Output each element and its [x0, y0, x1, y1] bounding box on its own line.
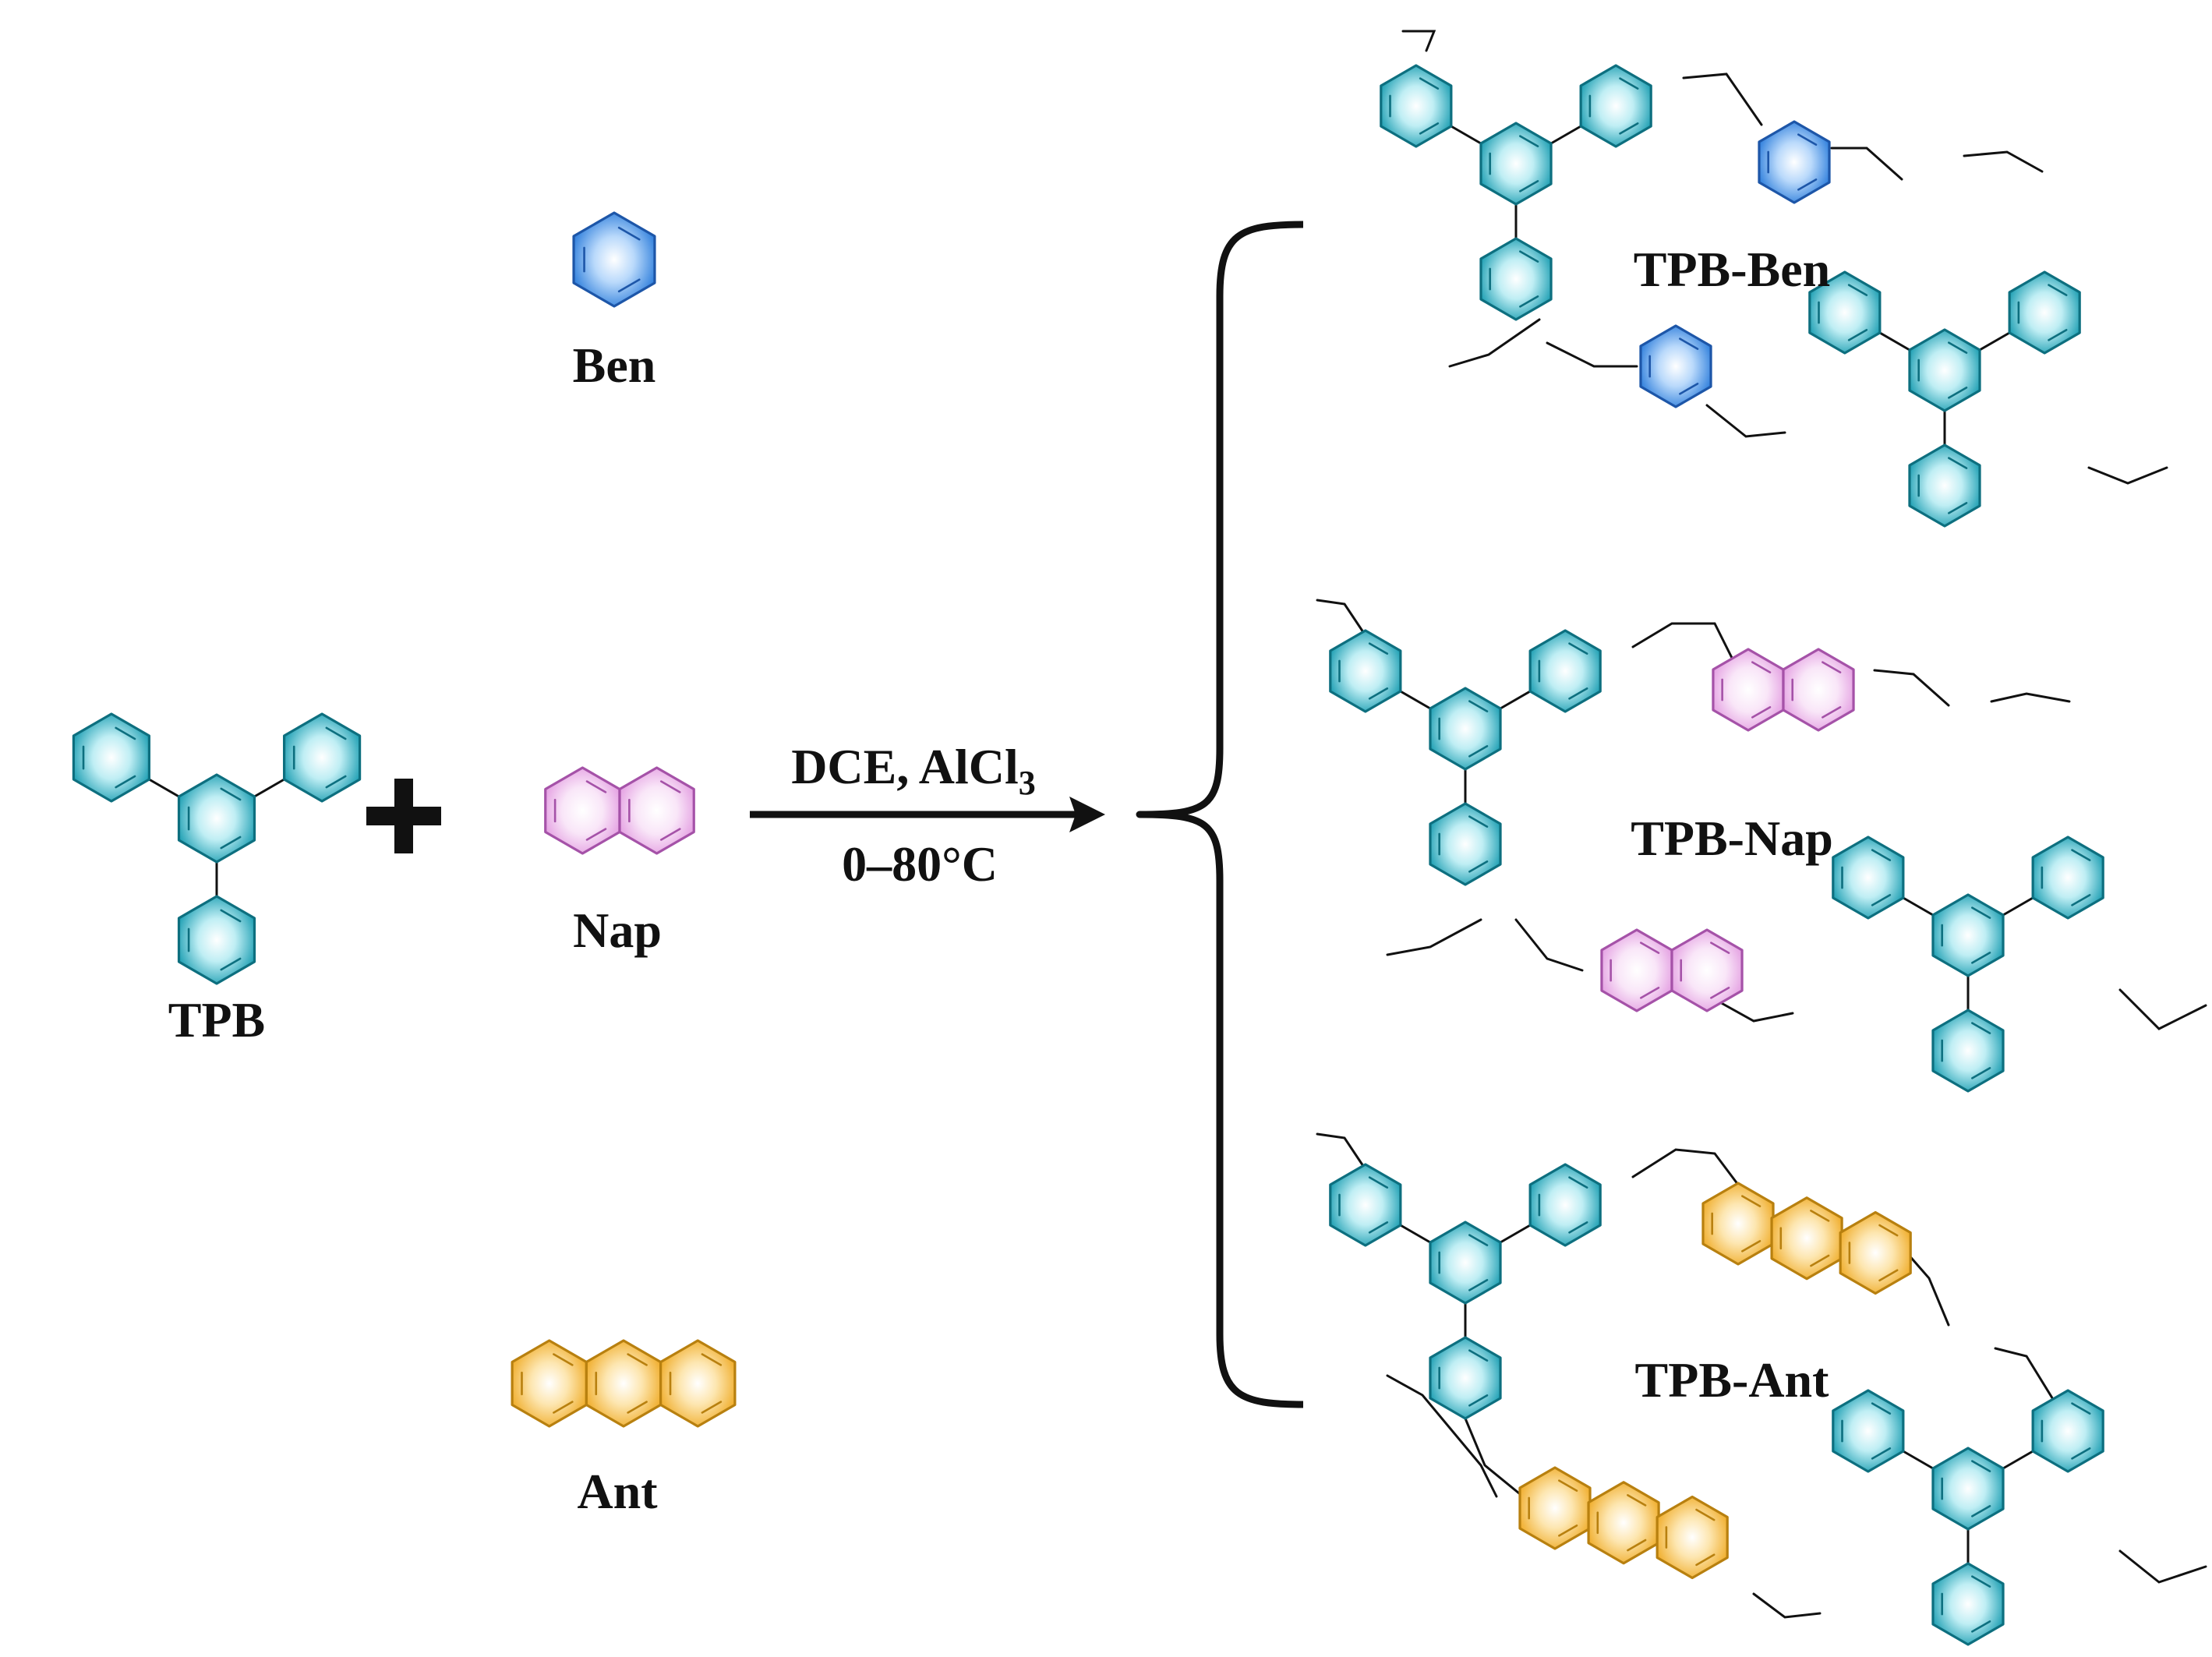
tpbant-unit-b-aryl-bond-2 — [2002, 1450, 2034, 1470]
tpbben-chain-8 — [2087, 466, 2168, 485]
naphthalene-molecule-ring-1 — [544, 766, 621, 855]
subscript-3: 3 — [1019, 764, 1036, 802]
tpbnap-chain-2 — [1631, 622, 1740, 672]
tpbben-unit-a-aryl-bond-1 — [1450, 125, 1482, 145]
tpbant-unit-a-aryl-2 — [1528, 1163, 1602, 1247]
label-tpb: TPB — [168, 992, 265, 1048]
tpbben-unit-b-aryl-bond-2 — [1978, 331, 2011, 352]
tpbben-unit-a-aryl-2 — [1579, 64, 1652, 148]
tpbant-unit-b-aryl-bond-1 — [1902, 1450, 1935, 1470]
tpbant-anthracene-1-ring-2 — [1770, 1196, 1843, 1281]
tpbnap-chain-7 — [1717, 1000, 1794, 1023]
anthracene-molecule-ring-3 — [659, 1339, 737, 1428]
tpbant-unit-b-aryl-2 — [2031, 1389, 2104, 1473]
tpbant-unit-a-aryl-bond-1 — [1399, 1224, 1432, 1244]
tpb-molecule-aryl-bond-2 — [253, 778, 286, 798]
plus-sign — [366, 779, 441, 853]
label-tpb-nap: TPB-Nap — [1631, 811, 1833, 866]
tpbnap-chain-4 — [1990, 692, 2071, 703]
tpbnap-unit-b-aryl-2 — [2031, 836, 2104, 920]
tpbnap-naphthalene-2-ring-2 — [1670, 928, 1744, 1012]
label-ant: Ant — [577, 1464, 658, 1519]
tpb-molecule-aryl-3 — [177, 895, 256, 985]
tpbnap-chain-1 — [1316, 599, 1369, 641]
tpbnap-naphthalene-2-ring-1 — [1600, 928, 1673, 1012]
tpbben-chain-3 — [1830, 147, 1903, 181]
tpbben-chain-1 — [1401, 30, 1436, 52]
tpbben-unit-a-aryl-bond-2 — [1549, 125, 1582, 145]
tpbnap-naphthalene-1-ring-1 — [1712, 648, 1785, 732]
tpbant-chain-5 — [1386, 1374, 1498, 1498]
tpbnap-unit-a-aryl-2 — [1528, 629, 1602, 713]
tpbant-unit-b-aryl-1 — [1832, 1389, 1905, 1473]
tpbnap-chain-8 — [2118, 988, 2207, 1030]
tpbant-chain-6 — [1464, 1417, 1529, 1502]
tpbnap-chain-6 — [1514, 918, 1584, 972]
label-tpb-ant: TPB-Ant — [1635, 1352, 1830, 1408]
conditions-reagents: DCE, AlCl3 — [791, 739, 1036, 802]
tpbnap-unit-a-aryl-3 — [1429, 802, 1502, 886]
tpbben-unit-b-aryl-2 — [2008, 270, 2081, 355]
tpb-molecule-aryl-2 — [283, 712, 362, 803]
bond-layer — [147, 30, 2207, 1619]
tpbben-chain-4 — [1963, 150, 2044, 173]
tpbnap-unit-b-aryl-3 — [1931, 1009, 2005, 1093]
tpbant-unit-a-aryl-1 — [1329, 1163, 1402, 1247]
tpb-molecule-core — [177, 773, 256, 864]
tpbben-unit-a-aryl-1 — [1380, 64, 1453, 148]
tpbant-unit-a-aryl-3 — [1429, 1336, 1502, 1420]
tpbben-unit-b-aryl-3 — [1908, 443, 1981, 528]
tpbben-benzene-1 — [1758, 120, 1831, 204]
reaction-arrow — [750, 797, 1105, 832]
tpbben-unit-b-aryl-bond-1 — [1878, 331, 1911, 352]
tpbant-unit-a-core — [1429, 1221, 1502, 1305]
tpbant-unit-b-aryl-3 — [1931, 1562, 2005, 1646]
tpbben-unit-b-aryl-1 — [1808, 270, 1882, 355]
tpbben-unit-b-core — [1908, 328, 1981, 412]
label-ben: Ben — [573, 337, 656, 393]
tpb-molecule-aryl-bond-1 — [147, 778, 181, 798]
tpbant-anthracene-2-ring-3 — [1655, 1495, 1729, 1580]
tpbant-unit-b-core — [1931, 1447, 2005, 1531]
label-nap: Nap — [573, 903, 662, 958]
benzene-molecule — [572, 211, 656, 308]
tpbben-benzene-2 — [1639, 324, 1712, 408]
tpbnap-unit-a-aryl-1 — [1329, 629, 1402, 713]
tpbant-chain-8 — [2118, 1549, 2207, 1584]
tpbben-chain-6 — [1546, 341, 1638, 368]
tpbant-anthracene-2-ring-1 — [1518, 1466, 1592, 1550]
tpbant-anthracene-1-ring-3 — [1839, 1210, 1912, 1295]
tpbant-anthracene-1-ring-1 — [1701, 1182, 1775, 1266]
tpbnap-unit-b-aryl-1 — [1832, 836, 1905, 920]
anthracene-molecule-ring-1 — [511, 1339, 588, 1428]
tpbben-unit-a-core — [1479, 122, 1553, 206]
tpbben-unit-a-aryl-3 — [1479, 237, 1553, 321]
tpbben-chain-5 — [1448, 318, 1541, 368]
label-tpb-ben: TPB-Ben — [1634, 242, 1830, 297]
tpbnap-unit-a-core — [1429, 687, 1502, 771]
tpbben-chain-7 — [1705, 404, 1786, 438]
tpbant-chain-1 — [1316, 1132, 1369, 1175]
tpbant-anthracene-2-ring-2 — [1587, 1481, 1660, 1565]
tpbant-chain-7 — [1752, 1592, 1822, 1619]
tpbant-chain-2 — [1631, 1148, 1740, 1186]
product-brace — [1136, 221, 1304, 1408]
tpbnap-chain-5 — [1386, 918, 1482, 956]
tpbben-chain-2 — [1682, 72, 1763, 126]
tpbnap-unit-a-aryl-bond-2 — [1499, 690, 1532, 710]
conditions-temperature: 0–80°C — [842, 836, 998, 892]
naphthalene-molecule-ring-2 — [618, 766, 695, 855]
tpbant-chain-4 — [1994, 1347, 2059, 1408]
tpbant-unit-a-aryl-bond-2 — [1499, 1224, 1532, 1244]
tpbnap-naphthalene-1-ring-2 — [1782, 648, 1855, 732]
tpb-molecule-aryl-1 — [72, 712, 150, 803]
tpbnap-chain-3 — [1873, 669, 1950, 707]
ring-layer — [72, 64, 2104, 1646]
tpbnap-unit-b-core — [1931, 893, 2005, 977]
tpbnap-unit-a-aryl-bond-1 — [1399, 690, 1432, 710]
tpbnap-unit-b-aryl-bond-2 — [2002, 896, 2034, 917]
tpbnap-unit-b-aryl-bond-1 — [1902, 896, 1935, 917]
anthracene-molecule-ring-2 — [585, 1339, 663, 1428]
